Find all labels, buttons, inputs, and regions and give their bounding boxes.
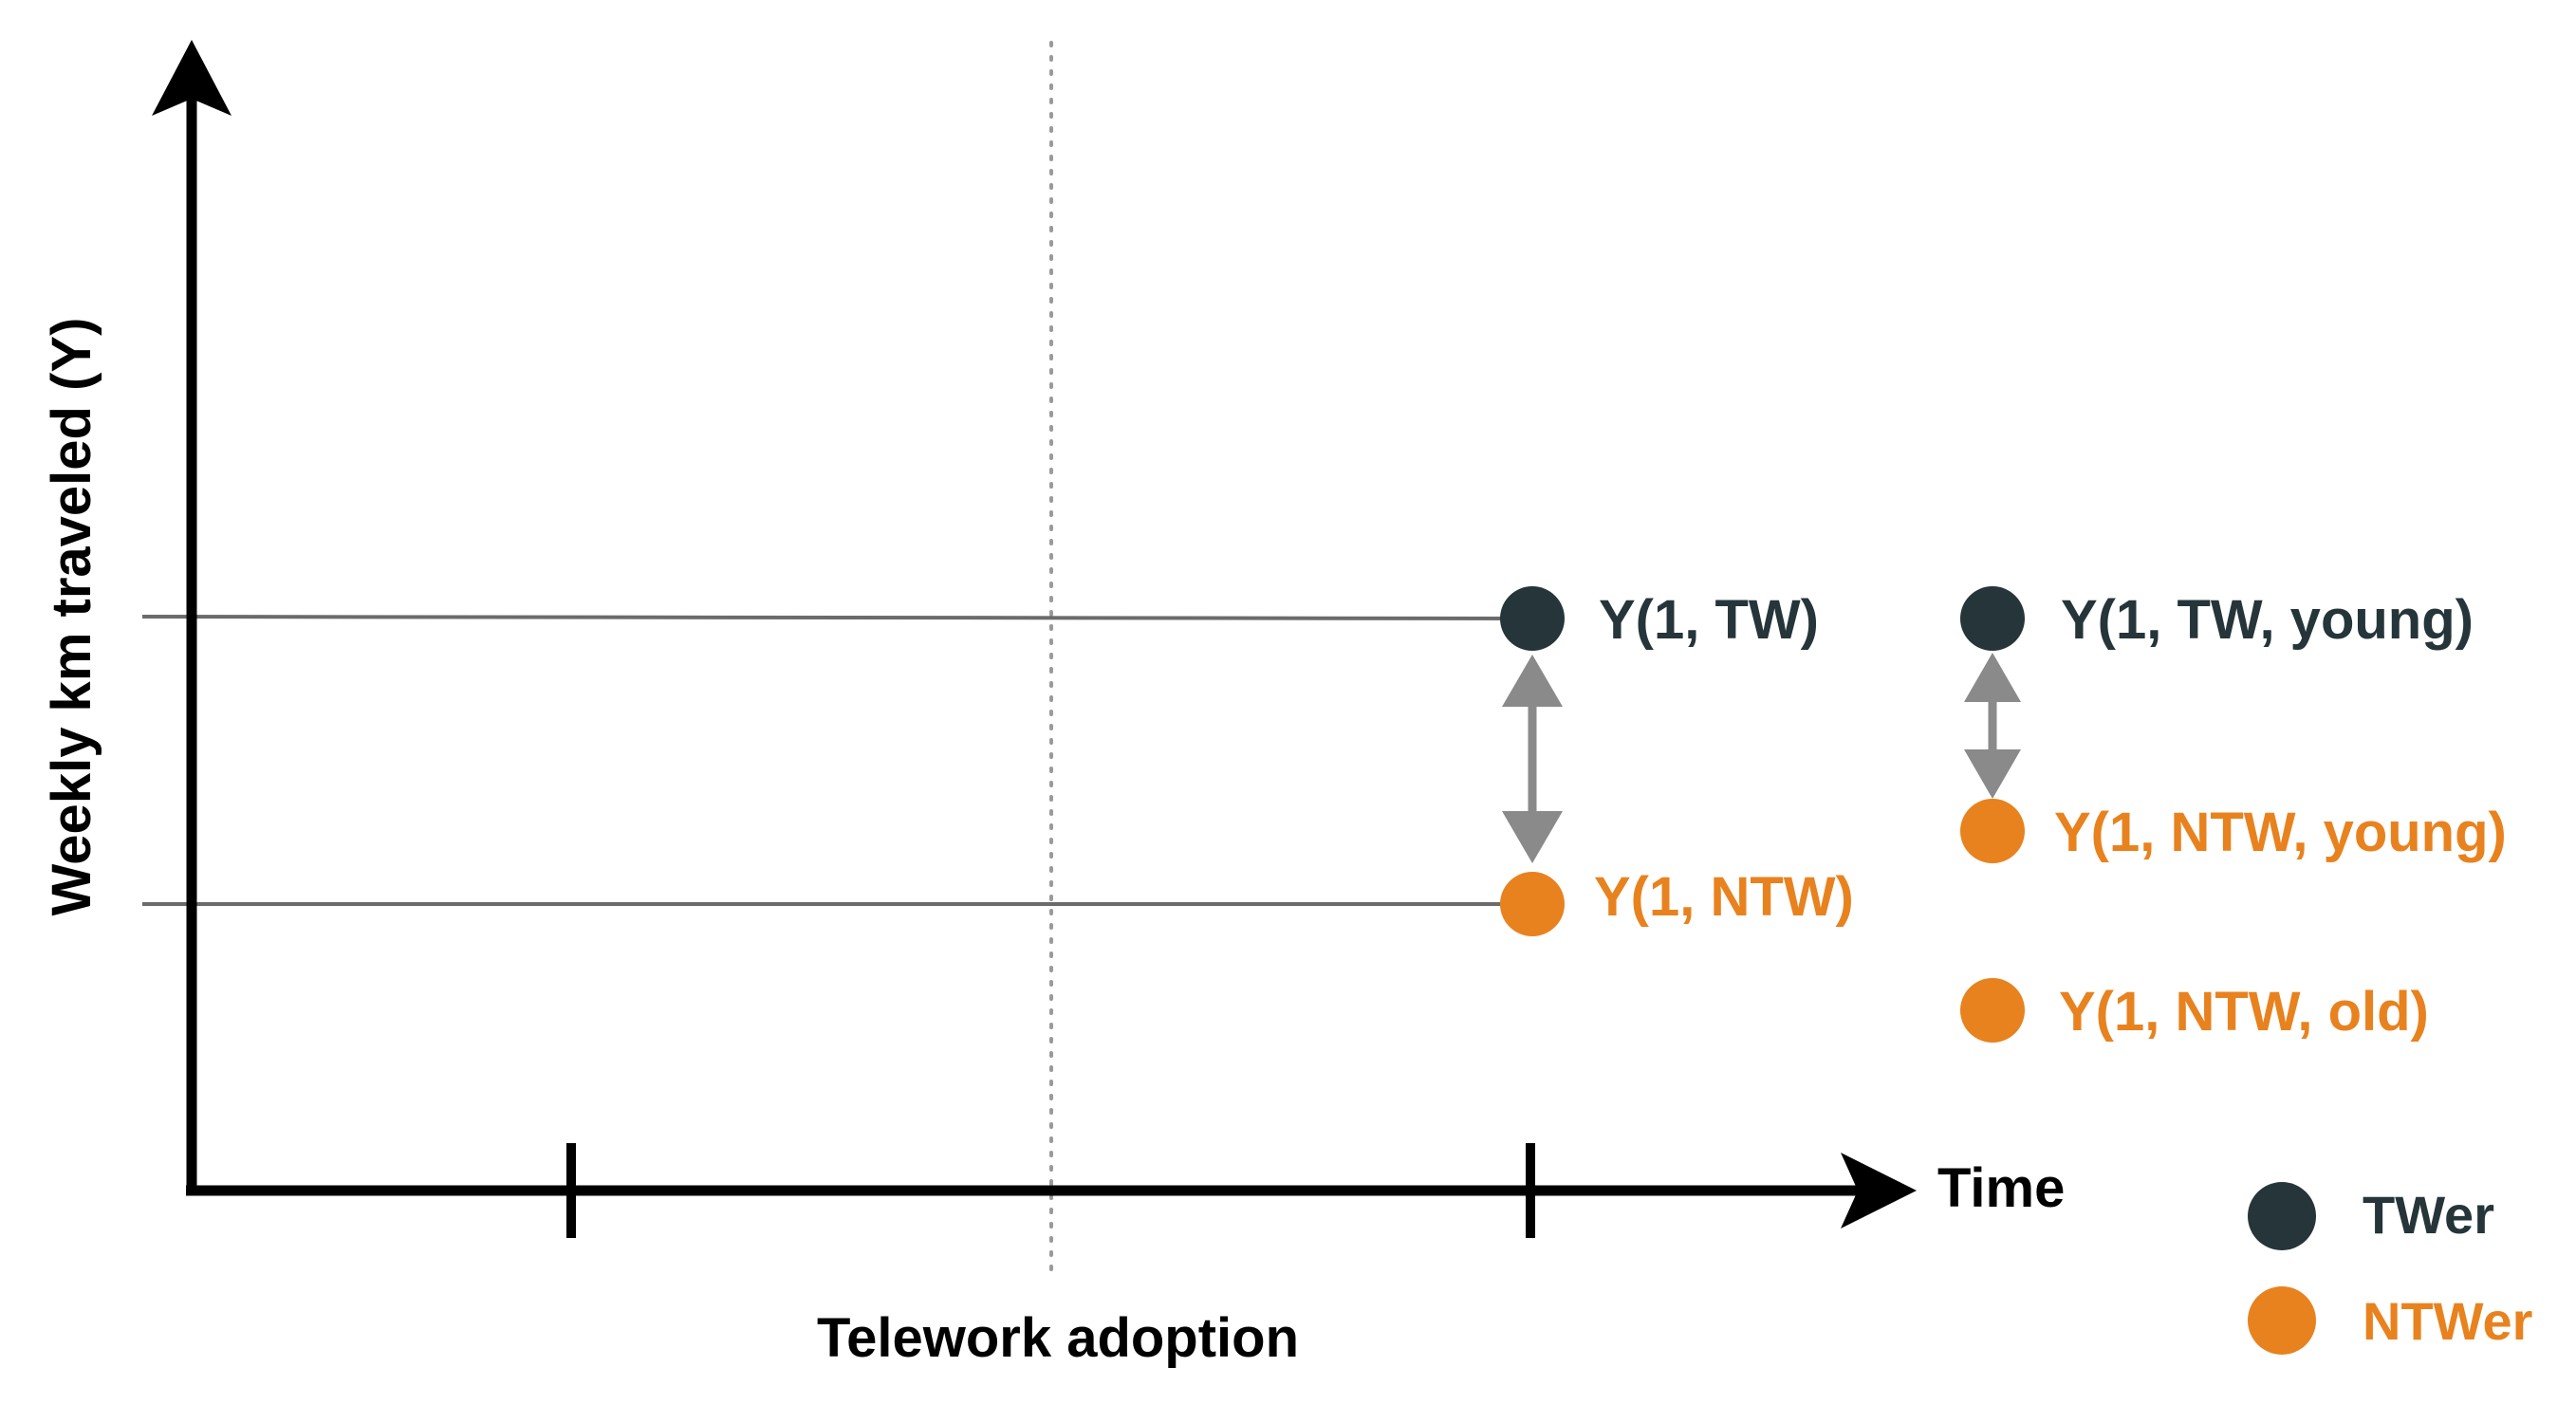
ntw-old-point-label: Y(1, NTW, old) — [2059, 981, 2429, 1043]
telework-adoption-label: Telework adoption — [817, 1307, 1299, 1369]
x-axis-label: Time — [1937, 1157, 2065, 1219]
tw-point — [1500, 586, 1565, 651]
legend-ntwer-marker — [2248, 1286, 2316, 1355]
ntw-young-point — [1960, 799, 2025, 863]
y-axis-arrowhead-icon — [152, 40, 232, 116]
tw-ntw-difference-arrow-icon — [1502, 655, 1563, 863]
tw-young-point-label: Y(1, TW, young) — [2061, 589, 2474, 651]
ntw-point — [1500, 872, 1565, 936]
legend-twer-label: TWer — [2363, 1185, 2494, 1245]
tw-point-label: Y(1, TW) — [1599, 589, 1819, 651]
ntw-young-point-label: Y(1, NTW, young) — [2054, 802, 2507, 863]
legend: TWer NTWer — [2248, 1182, 2532, 1355]
young-difference-arrow-icon — [1964, 653, 2021, 799]
ntw-point-label: Y(1, NTW) — [1594, 866, 1854, 928]
ntw-old-point — [1960, 978, 2025, 1043]
legend-ntwer-label: NTWer — [2363, 1291, 2532, 1351]
y-axis-label: Weekly km traveled (Y) — [41, 318, 102, 916]
tw-young-point — [1960, 586, 2025, 651]
x-axis-arrowhead-icon — [1841, 1153, 1917, 1228]
legend-twer-marker — [2248, 1182, 2316, 1250]
tw-guide-line — [141, 615, 1533, 620]
